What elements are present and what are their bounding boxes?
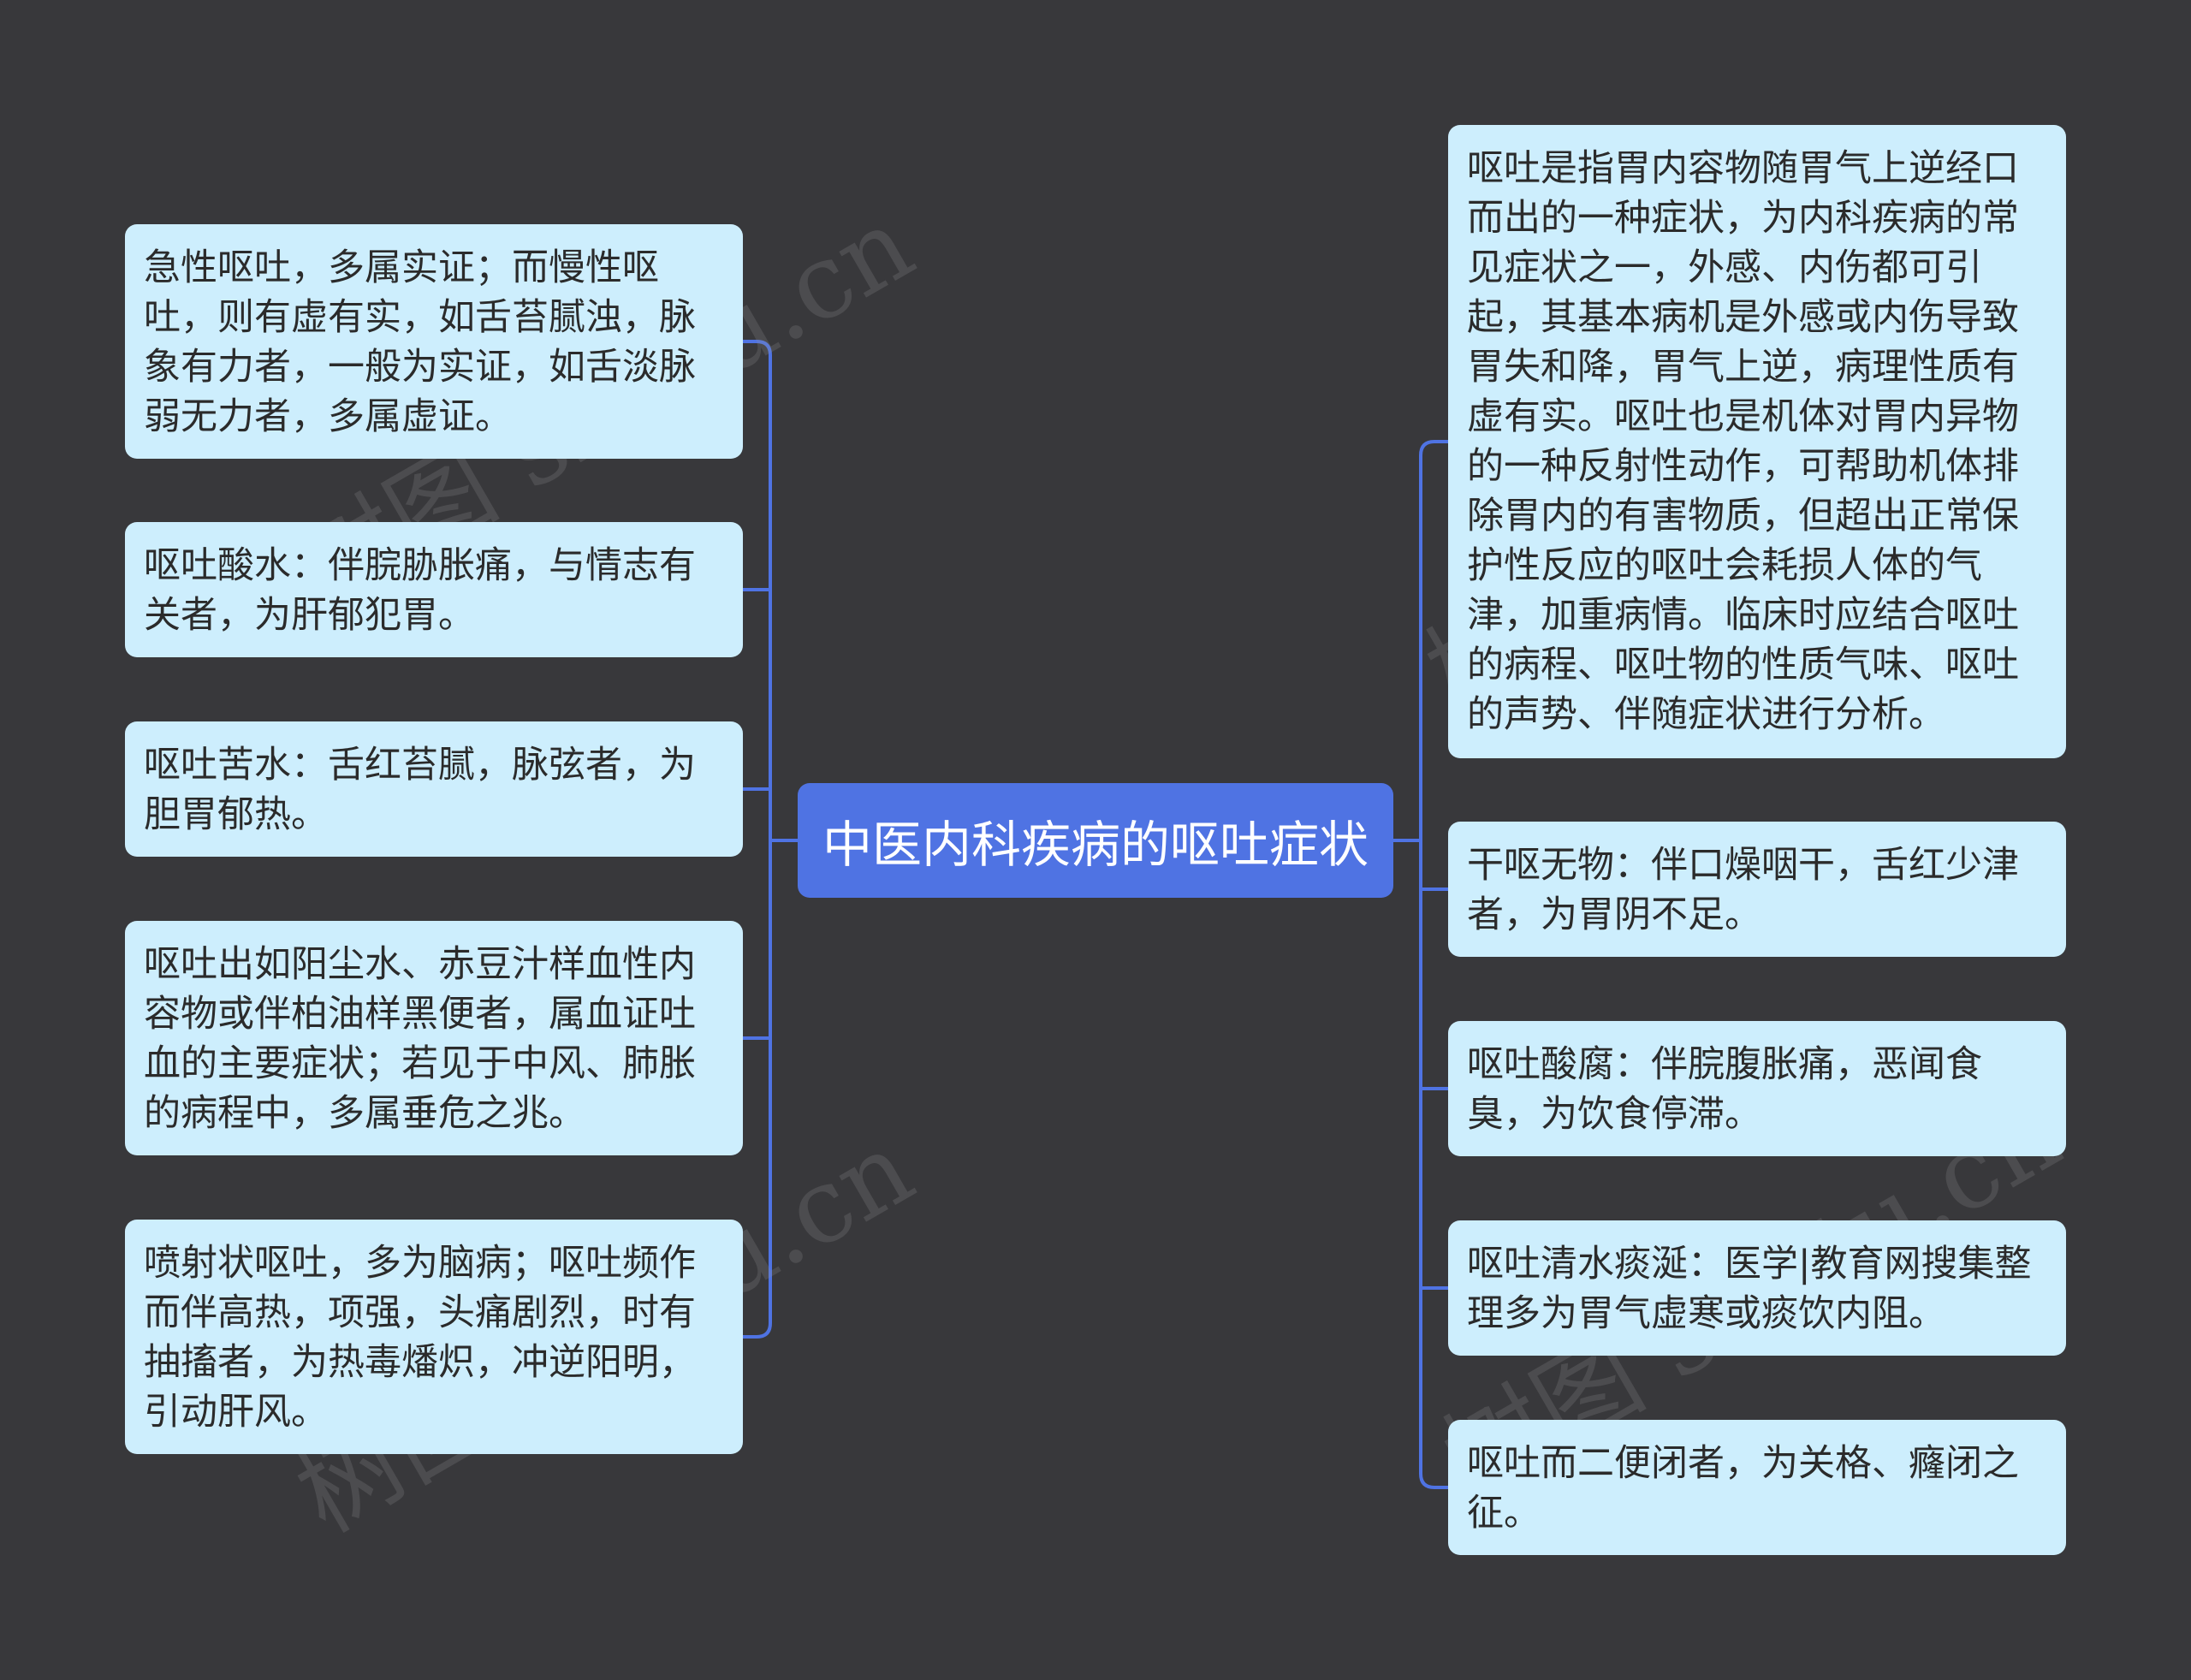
root-topic[interactable]: 中医内科疾病的呕吐症状: [798, 783, 1393, 898]
connector-branch: [743, 1322, 772, 1339]
branch-text: 呕吐清水痰涎：医学|教育网搜集整理多为胃气虚寒或痰饮内阻。: [1467, 1243, 2032, 1335]
branch-text: 呕吐而二便闭者，为关格、癃闭之征。: [1467, 1442, 2019, 1535]
branch-text: 呕吐是指胃内容物随胃气上逆经口而出的一种症状，为内科疾病的常见症状之一，外感、内…: [1467, 147, 2019, 736]
right-branch-clear-water[interactable]: 呕吐清水痰涎：医学|教育网搜集整理多为胃气虚寒或痰饮内阻。: [1448, 1220, 2066, 1356]
root-topic-label: 中医内科疾病的呕吐症状: [822, 816, 1369, 874]
connector-branch: [1419, 440, 1448, 456]
right-branch-closed-bowels[interactable]: 呕吐而二便闭者，为关格、癃闭之征。: [1448, 1420, 2066, 1555]
branch-text: 喷射状呕吐，多为脑病；呕吐频作而伴高热，项强，头痛剧烈，时有抽搐者，为热毒燔炽，…: [144, 1242, 696, 1434]
left-branch-projectile[interactable]: 喷射状呕吐，多为脑病；呕吐频作而伴高热，项强，头痛剧烈，时有抽搐者，为热毒燔炽，…: [125, 1220, 743, 1454]
branch-text: 呕吐酸腐：伴脘腹胀痛，恶闻食臭，为饮食停滞。: [1467, 1043, 1982, 1136]
branch-text: 干呕无物：伴口燥咽干，舌红少津者，为胃阴不足。: [1467, 844, 2019, 936]
branch-text: 呕吐酸水：伴脘胁胀痛，与情志有关者，为肝郁犯胃。: [144, 544, 696, 637]
right-branch-definition[interactable]: 呕吐是指胃内容物随胃气上逆经口而出的一种症状，为内科疾病的常见症状之一，外感、内…: [1448, 125, 2066, 758]
right-branch-sour-rotten[interactable]: 呕吐酸腐：伴脘腹胀痛，恶闻食臭，为饮食停滞。: [1448, 1021, 2066, 1156]
connector-branch: [743, 340, 772, 356]
left-branch-bitter-water[interactable]: 呕吐苦水：舌红苔腻，脉弦者，为胆胃郁热。: [125, 721, 743, 857]
left-branch-sour-water[interactable]: 呕吐酸水：伴脘胁胀痛，与情志有关者，为肝郁犯胃。: [125, 522, 743, 657]
left-branch-blood-vomit[interactable]: 呕吐出如阳尘水、赤豆汁样血性内容物或伴柏油样黑便者，属血证吐血的主要症状；若见于…: [125, 921, 743, 1155]
left-branch-acute-chronic[interactable]: 急性呕吐，多属实证；而慢性呕吐，则有虚有实，如舌苔腻浊，脉象有力者，一般为实证，…: [125, 224, 743, 459]
branch-text: 急性呕吐，多属实证；而慢性呕吐，则有虚有实，如舌苔腻浊，脉象有力者，一般为实证，…: [144, 246, 696, 438]
connector-branch: [1419, 1473, 1448, 1489]
right-branch-dry-retching[interactable]: 干呕无物：伴口燥咽干，舌红少津者，为胃阴不足。: [1448, 822, 2066, 957]
branch-text: 呕吐苦水：舌红苔腻，脉弦者，为胆胃郁热。: [144, 744, 696, 836]
branch-text: 呕吐出如阳尘水、赤豆汁样血性内容物或伴柏油样黑便者，属血证吐血的主要症状；若见于…: [144, 943, 696, 1135]
